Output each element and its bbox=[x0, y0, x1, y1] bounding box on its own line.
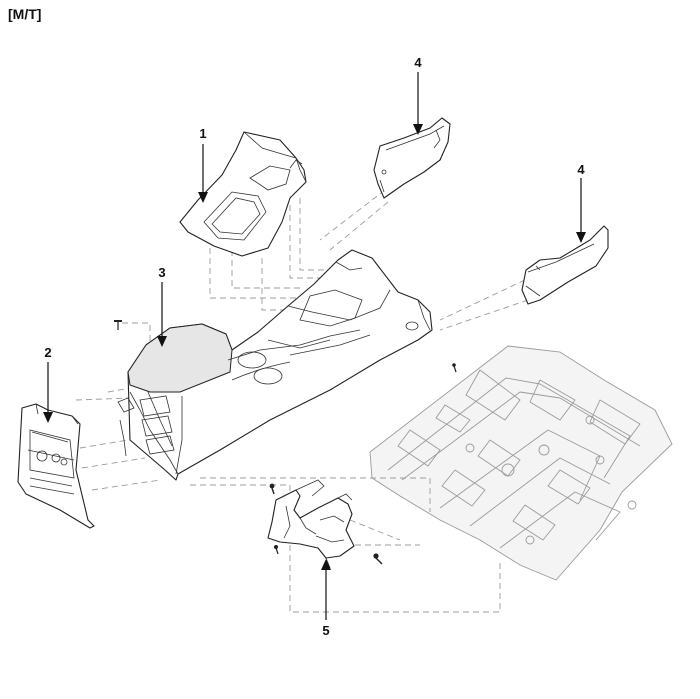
fasteners bbox=[114, 320, 457, 565]
callout-4-lower: 4 bbox=[577, 162, 585, 177]
side-cover-upper bbox=[373, 117, 451, 199]
callouts: 1 2 3 4 4 5 bbox=[44, 55, 585, 638]
callout-3: 3 bbox=[158, 265, 165, 280]
callout-2: 2 bbox=[44, 345, 51, 360]
screw-icon bbox=[114, 320, 122, 330]
callout-4-upper: 4 bbox=[414, 55, 422, 70]
assembly-lines bbox=[75, 189, 529, 613]
leader-arrows bbox=[43, 72, 586, 620]
callout-5: 5 bbox=[322, 623, 329, 638]
bolt-icon bbox=[274, 545, 279, 555]
bolt-icon bbox=[373, 553, 383, 565]
floor-console bbox=[117, 249, 433, 481]
variant-tag: [M/T] bbox=[8, 6, 42, 22]
console-rear-cover bbox=[17, 403, 95, 529]
console-upper-cover bbox=[179, 131, 307, 257]
floor-panel bbox=[369, 345, 673, 581]
callout-1: 1 bbox=[199, 126, 206, 141]
screw-icon bbox=[452, 363, 457, 373]
side-cover-lower bbox=[521, 225, 609, 305]
bolt-icon bbox=[269, 483, 275, 495]
console-bracket bbox=[267, 479, 355, 569]
